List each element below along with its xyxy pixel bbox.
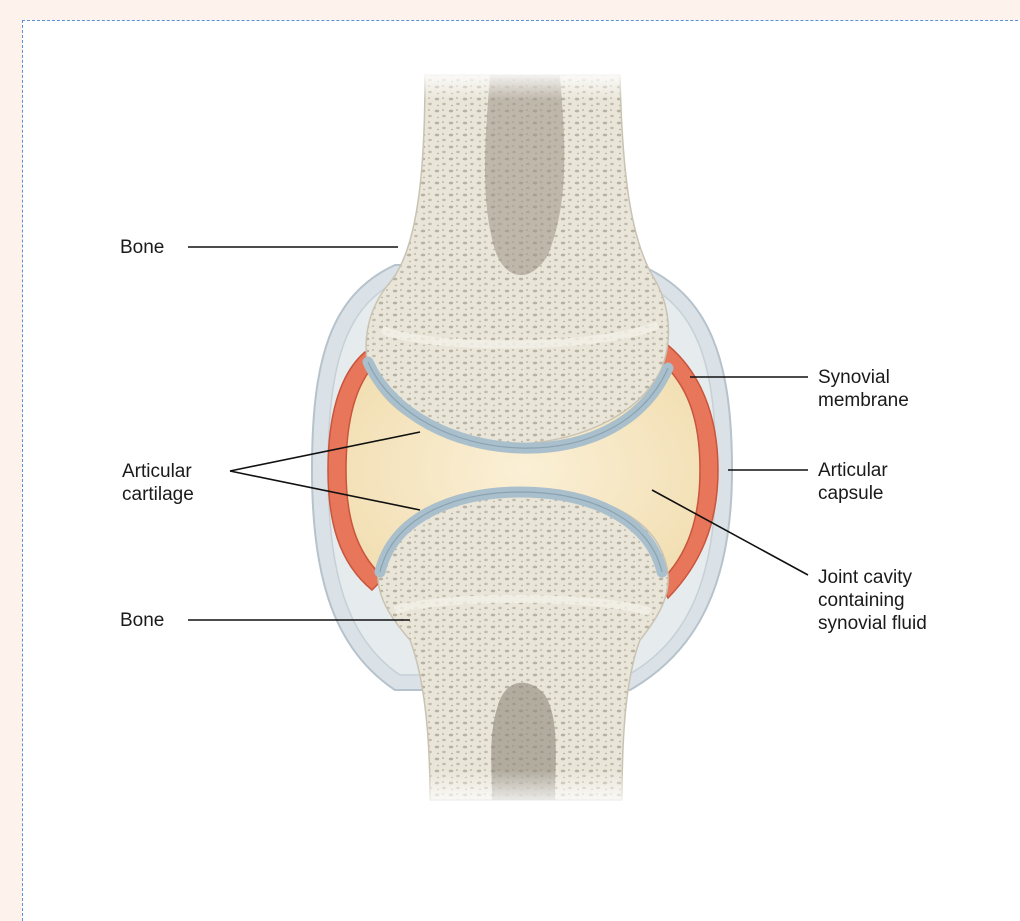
label-synovial-membrane: Synovial membrane [818, 366, 909, 412]
label-bone-top: Bone [120, 236, 164, 259]
label-articular-capsule: Articular capsule [818, 459, 888, 505]
label-joint-cavity: Joint cavity containing synovial fluid [818, 566, 927, 635]
label-bone-bottom: Bone [120, 609, 164, 632]
label-articular-cartilage: Articular cartilage [122, 460, 194, 506]
synovial-joint-diagram [0, 0, 1020, 881]
